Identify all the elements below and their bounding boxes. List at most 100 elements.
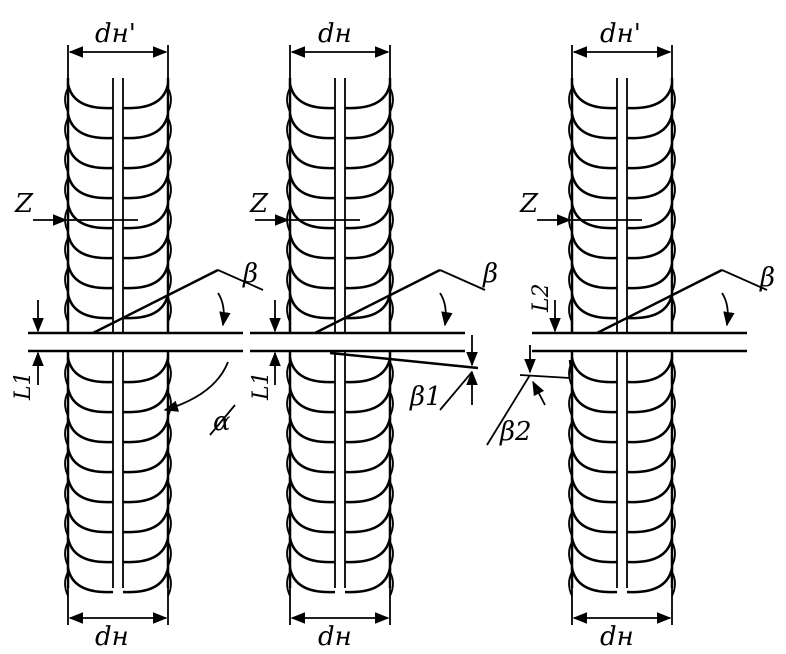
bar1-upper-rib — [122, 263, 170, 290]
bar1-upper-rib — [66, 233, 114, 260]
bar2-lower-bulge — [286, 361, 291, 387]
bar2-bottom-diameter-label: dн — [318, 622, 352, 652]
bar2-lower-rib — [344, 567, 392, 594]
bar3-upper-bulge — [568, 297, 573, 323]
bar3-upper-rib — [626, 233, 674, 260]
bar2-lower-bulge — [389, 361, 394, 387]
bar2-lower-bulge — [286, 481, 291, 507]
alpha-leader — [209, 404, 236, 436]
bar1-upper-outline — [66, 78, 170, 332]
bar3-lower-rib — [570, 507, 618, 534]
bar3-lower-rib — [626, 357, 674, 384]
bar1-section-label: Z — [14, 189, 34, 219]
bar2-lower-bulge — [389, 541, 394, 567]
bar2-upper-bulge — [389, 147, 394, 173]
bar1-upper-bulge — [167, 267, 172, 293]
bar1-upper-rib — [66, 203, 114, 230]
bar2-top-diameter-label: dн — [318, 19, 352, 49]
bar1-upper-bulge — [167, 87, 172, 113]
bar3-upper-bulge — [568, 177, 573, 203]
bar3-lower-outline — [570, 352, 674, 588]
bar2-upper-bulge — [389, 267, 394, 293]
bar3-upper-rib — [626, 173, 674, 200]
bar3-upper-bulge — [568, 117, 573, 143]
bar2-upper-rib — [344, 263, 392, 290]
bar3-upper-rib — [570, 233, 618, 260]
bar2-upper-rib — [344, 83, 392, 110]
bar1-lower-rib — [66, 417, 114, 444]
beta2-leader — [486, 374, 531, 446]
beta2-arrow — [532, 380, 546, 406]
bar2-upper-bulge — [389, 297, 394, 323]
bar3-lower-rib — [626, 537, 674, 564]
bar1-lower-rib — [122, 477, 170, 504]
bar3-upper-rib — [626, 83, 674, 110]
bar3-lower-bulge — [568, 481, 573, 507]
bar2-upper-rib — [288, 203, 336, 230]
bar3-upper-rib — [570, 293, 618, 320]
bar3-upper-bulge — [671, 147, 676, 173]
bar3-upper-rib — [626, 113, 674, 140]
bar2-lower-bulge — [286, 451, 291, 477]
bar1-upper-rib — [122, 143, 170, 170]
bar1-lower-rib — [122, 447, 170, 474]
bar2-upper-rib — [344, 113, 392, 140]
bar1-upper-bulge — [167, 207, 172, 233]
bar2-upper-bulge — [389, 177, 394, 203]
bar1-upper-rib — [66, 173, 114, 200]
alpha-arc — [163, 361, 229, 412]
bar1-lower-rib — [66, 447, 114, 474]
bar1-lower-bulge — [167, 451, 172, 477]
bar1-lower-bulge — [64, 541, 69, 567]
bar1-lower-outline — [66, 352, 170, 588]
bar1-upper-rib — [122, 293, 170, 320]
bar3-lower-rib — [626, 567, 674, 594]
bar1-upper-bulge — [167, 147, 172, 173]
bar2-angle-label: β — [482, 259, 498, 289]
bar1-lower-rib — [122, 567, 170, 594]
bar2-lower-bulge — [286, 541, 291, 567]
bar1-upper-bulge — [64, 117, 69, 143]
bar2-upper-bulge — [389, 87, 394, 113]
bar1-lower-bulge — [64, 361, 69, 387]
bar1-lower-rib — [122, 537, 170, 564]
bar3-upper-rib — [570, 143, 618, 170]
bar3-upper-bulge — [671, 297, 676, 323]
bar2-upper-bulge — [389, 207, 394, 233]
bar3-section-label: Z — [519, 189, 539, 219]
bar1-upper-bulge — [64, 237, 69, 263]
bar1-upper-rib — [66, 293, 114, 320]
bar1-lower-rib — [66, 357, 114, 384]
bar3-lower-bulge — [568, 541, 573, 567]
bar3-upper-bulge — [568, 87, 573, 113]
bar2-lower-bulge — [389, 421, 394, 447]
bar3-lower-bulge — [568, 451, 573, 477]
bar3-lower-rib — [626, 477, 674, 504]
bar3-lower-rib — [570, 537, 618, 564]
beta2-ref — [519, 374, 571, 379]
bar1-bottom-diameter-label: dн — [95, 622, 129, 652]
bar2-beta-leader — [439, 269, 486, 291]
bar2-lower-bulge — [389, 511, 394, 537]
bar1-lower-bulge — [64, 391, 69, 417]
bar3-lower-rib — [570, 477, 618, 504]
bar3-gap-label: L2 — [529, 283, 554, 313]
bar2-upper-bulge — [286, 237, 291, 263]
bar2-lower-rib — [344, 357, 392, 384]
bar1-lower-bulge — [64, 481, 69, 507]
bar3-lower-bulge — [671, 541, 676, 567]
bar1-lower-rib — [122, 387, 170, 414]
bar1-lower-bulge — [64, 421, 69, 447]
bar1-upper-bulge — [167, 237, 172, 263]
bar2-upper-rib — [344, 233, 392, 260]
bar3-lower-bulge — [568, 421, 573, 447]
bar1-upper-rib — [122, 173, 170, 200]
bar3-upper-bulge — [671, 267, 676, 293]
bar2-lower-rib — [344, 387, 392, 414]
bar3-angle-label: β — [759, 263, 775, 293]
bar2-gap-label: L1 — [249, 371, 274, 401]
bar2-upper-bulge — [286, 297, 291, 323]
beta1-leader — [439, 371, 473, 411]
bar3-upper-bulge — [671, 87, 676, 113]
bar3-upper-bulge — [671, 237, 676, 263]
